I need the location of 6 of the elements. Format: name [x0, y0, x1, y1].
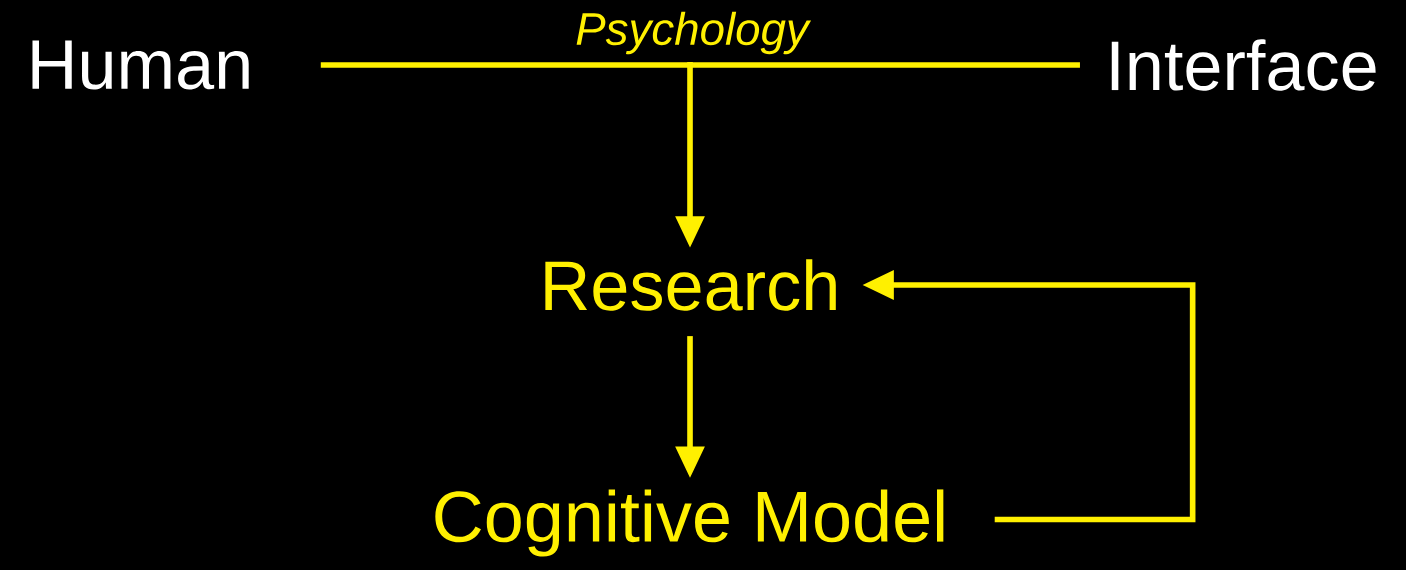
node-label: Research — [545, 259, 836, 311]
edge-label: Psychology — [571, 8, 813, 58]
node-label: Interface — [1111, 39, 1376, 91]
connector — [320, 62, 1080, 68]
node-label: Human — [32, 40, 249, 90]
node-label: Cognitive Model — [435, 489, 944, 557]
